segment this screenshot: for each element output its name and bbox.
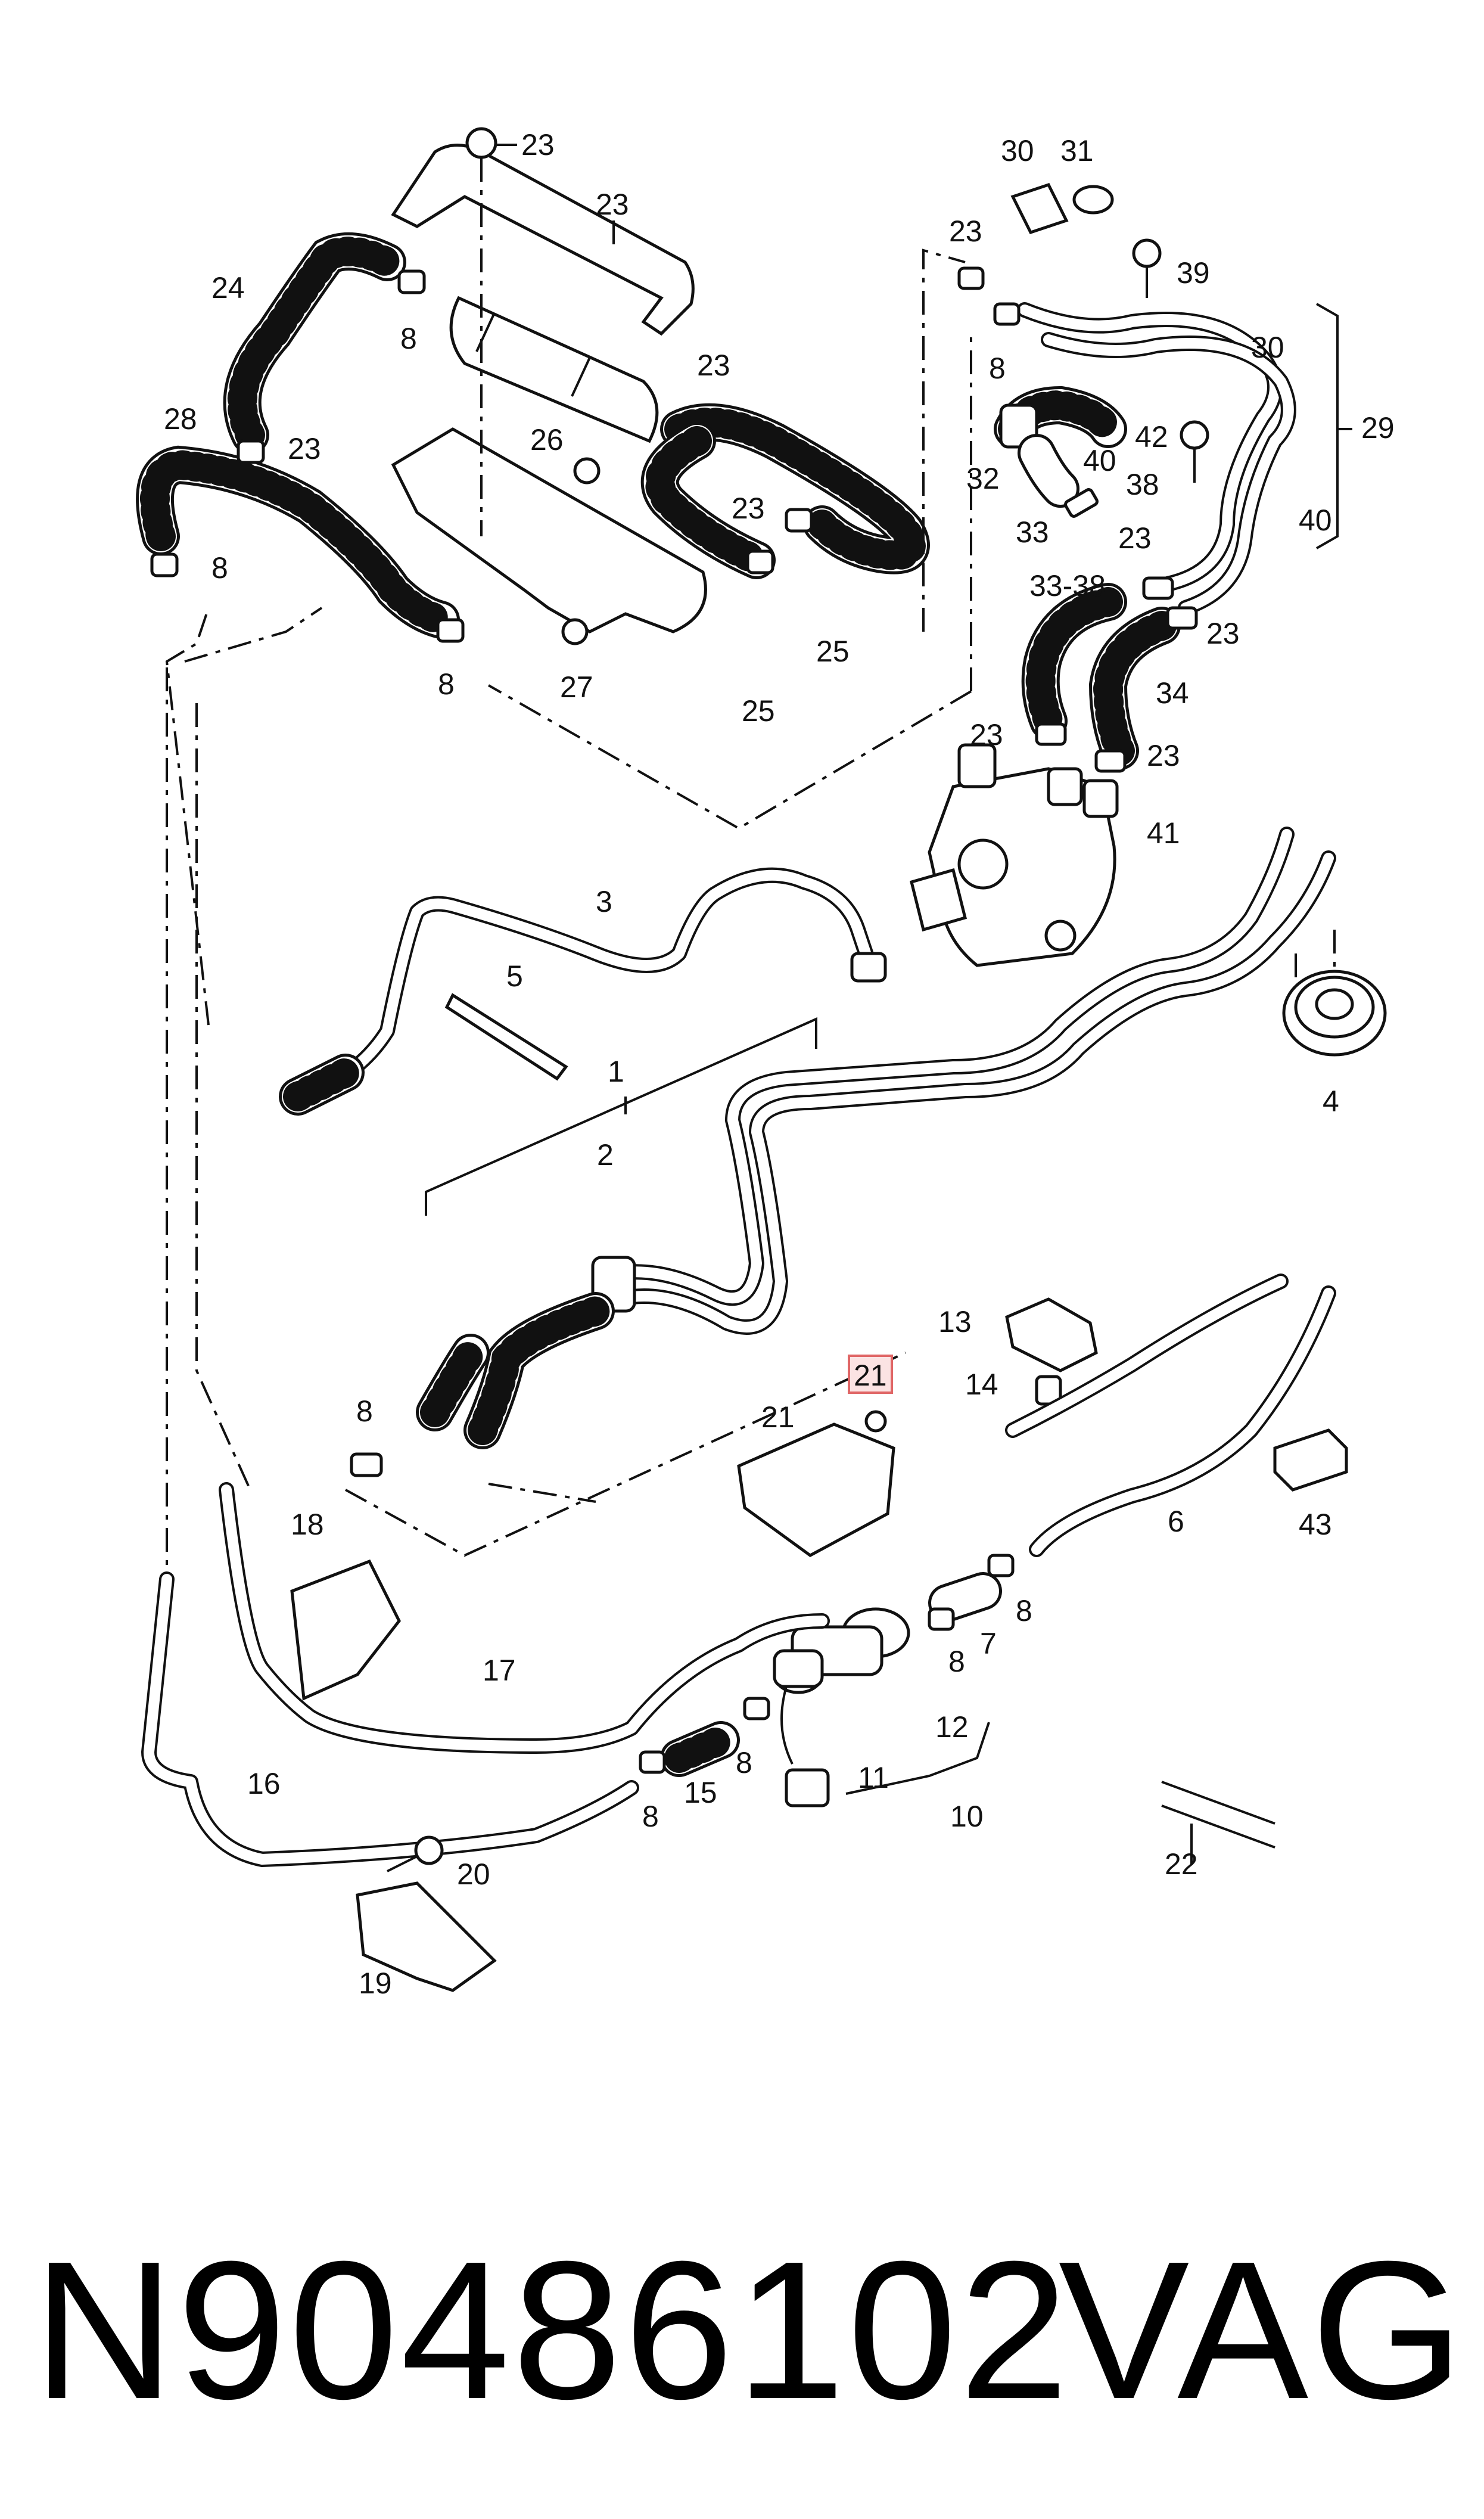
callout-8-e: 8 bbox=[356, 1394, 373, 1428]
callout-labels: 23 23 24 8 23 28 23 26 23 8 8 27 25 25 3… bbox=[164, 128, 1395, 2000]
callout-20: 21 bbox=[761, 1400, 795, 1434]
callout-30-b: 27 bbox=[560, 670, 593, 704]
pump-group bbox=[909, 182, 1387, 1057]
high-pressure-pump bbox=[909, 743, 1119, 967]
callout-5: 5 bbox=[506, 959, 523, 993]
callout-15: 16 bbox=[247, 1767, 281, 1800]
footer: N90486102 VAG bbox=[0, 2205, 1484, 2455]
callout-21-highlight bbox=[848, 1355, 893, 1394]
callout-18: 19 bbox=[359, 1967, 392, 2000]
callout-14: 15 bbox=[684, 1776, 717, 1809]
callout-21: 21 bbox=[854, 1359, 887, 1392]
callout-22: 22 bbox=[1165, 1847, 1198, 1881]
callout-30: 26 bbox=[530, 423, 564, 456]
parts-diagram: 23 23 24 8 23 28 23 26 23 8 8 27 25 25 3… bbox=[136, 127, 1395, 2000]
callout-39: 39 bbox=[1177, 256, 1210, 290]
connector-33 bbox=[1010, 182, 1069, 235]
o-ring-34 bbox=[1072, 185, 1114, 215]
auxiliary-heater bbox=[773, 1607, 910, 1694]
callout-33: 30 bbox=[1001, 134, 1034, 167]
callout-2: 2 bbox=[597, 1138, 614, 1172]
heater-group bbox=[639, 1274, 1348, 1865]
lower-lines-group bbox=[141, 607, 830, 1992]
callout-23: 23 bbox=[288, 432, 321, 465]
fuel-filter-group bbox=[136, 127, 972, 830]
callout-8-c: 8 bbox=[438, 667, 455, 701]
callout-8-i: 8 bbox=[642, 1800, 659, 1833]
callout-12: 13 bbox=[938, 1305, 972, 1338]
callout-25: 25 bbox=[742, 694, 775, 728]
pad bbox=[290, 1559, 401, 1701]
callout-23-d: 23 bbox=[1118, 521, 1152, 555]
callout-8-b: 8 bbox=[211, 551, 228, 585]
callout-43: 43 bbox=[1299, 1508, 1332, 1541]
callout-42: 42 bbox=[1135, 420, 1168, 454]
callout-34: 31 bbox=[1060, 134, 1094, 167]
callout-28: 23 bbox=[596, 188, 629, 221]
callout-8: 8 bbox=[400, 322, 417, 355]
callout-40-b: 40 bbox=[1299, 504, 1332, 537]
pulley bbox=[1282, 970, 1387, 1057]
callout-41: 41 bbox=[1147, 816, 1180, 850]
nut-29 bbox=[465, 127, 497, 159]
callout-16: 17 bbox=[483, 1654, 516, 1687]
callout-33-38: 30 bbox=[1251, 331, 1284, 364]
bracket bbox=[356, 1881, 497, 1992]
callout-31: 28 bbox=[164, 402, 197, 436]
callout-4: 4 bbox=[1323, 1085, 1339, 1118]
callout-35: 32 bbox=[966, 462, 1000, 495]
callout-26: 25 bbox=[816, 635, 850, 668]
callout-32: 29 bbox=[1361, 411, 1395, 445]
callout-19: 20 bbox=[457, 1858, 490, 1891]
callout-23-b: 23 bbox=[732, 492, 765, 525]
callout-24: 24 bbox=[211, 271, 245, 305]
callout-23-c: 23 bbox=[949, 215, 982, 248]
callout-8-h: 8 bbox=[736, 1746, 752, 1779]
callout-23-g: 23 bbox=[1147, 739, 1180, 772]
callout-10: 11 bbox=[858, 1761, 889, 1794]
callout-8-g: 8 bbox=[948, 1645, 965, 1678]
fuel-filter bbox=[449, 296, 659, 443]
callout-8-f: 8 bbox=[1016, 1594, 1032, 1627]
callout-23-f: 23 bbox=[970, 718, 1003, 751]
heat-shield bbox=[391, 144, 695, 336]
nut-30-b bbox=[561, 618, 589, 645]
callout-37-b: 34 bbox=[1156, 676, 1189, 710]
callout-37: 33-38 bbox=[1029, 569, 1106, 602]
callout-8-d: 8 bbox=[989, 352, 1006, 385]
callout-7: 7 bbox=[980, 1627, 997, 1660]
callout-29: 23 bbox=[521, 128, 555, 161]
callout-1: 1 bbox=[608, 1055, 624, 1088]
part-number: N90486102 bbox=[33, 2220, 1071, 2440]
callout-11: 12 bbox=[935, 1710, 969, 1744]
brand-label: VAG bbox=[1058, 2220, 1466, 2440]
callout-6: 6 bbox=[1168, 1505, 1184, 1538]
callout-3: 3 bbox=[596, 885, 612, 918]
nut-30-a bbox=[573, 457, 601, 484]
callout-9: 10 bbox=[950, 1800, 984, 1833]
fuel-lines-group bbox=[279, 827, 1336, 1557]
callout-13: 14 bbox=[965, 1368, 998, 1401]
callout-40: 40 bbox=[1083, 444, 1116, 477]
callout-36: 33 bbox=[1016, 515, 1049, 549]
callout-27: 23 bbox=[697, 349, 730, 382]
callout-38: 38 bbox=[1126, 468, 1159, 501]
callout-23-e: 23 bbox=[1206, 617, 1240, 650]
callout-17: 18 bbox=[291, 1508, 324, 1541]
